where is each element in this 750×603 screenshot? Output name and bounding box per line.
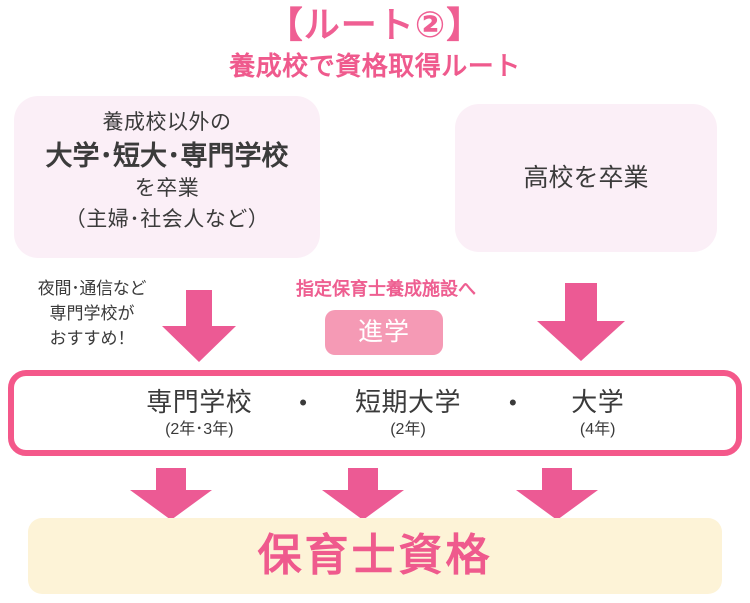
left-note-line-2: 専門学校が [49, 304, 135, 323]
source-box-high-school-label: 高校を卒業 [523, 164, 649, 192]
training-schools-row: 専門学校 (2年･3年) • 短期大学 (2年) • 大学 (4年) [8, 370, 742, 456]
arrow-down-icon-result-2 [322, 468, 404, 520]
source-box-line-2: 大学･短大･専門学校 [45, 141, 289, 171]
left-note-line-3: おすすめ！ [49, 329, 135, 348]
page-title: 【ルート②】 [266, 4, 484, 45]
source-box-high-school: 高校を卒業 [455, 104, 717, 252]
school-name: 大学 [571, 386, 625, 417]
arrow-down-icon-left [162, 290, 236, 362]
result-banner: 保育士資格 [28, 518, 722, 594]
center-enrollment-note: 指定保育士養成施設へ [296, 279, 476, 299]
source-box-line-4: （主婦･社会人など） [64, 208, 270, 231]
arrow-down-icon-result-1 [130, 468, 212, 520]
separator-dot-1: • [299, 389, 307, 415]
school-name: 短期大学 [354, 386, 461, 417]
training-schools-list: 専門学校 (2年･3年) • 短期大学 (2年) • 大学 (4年) [97, 386, 652, 441]
separator-dot-2: • [509, 389, 517, 415]
left-recommendation-note: 夜間･通信など 専門学校が おすすめ！ [12, 276, 172, 351]
source-box-non-training-school: 養成校以外の 大学･短大･専門学校 を卒業 （主婦･社会人など） [14, 96, 320, 258]
result-banner-label: 保育士資格 [257, 531, 493, 580]
status-badge-enrollment: 進学 [325, 310, 443, 355]
school-years: (2年) [390, 420, 426, 438]
left-note-line-1: 夜間･通信など [37, 279, 147, 298]
source-box-line-1: 養成校以外の [102, 111, 232, 134]
school-years: (4年) [579, 420, 616, 438]
school-item-tanki-daigaku: 短期大学 (2年) [333, 386, 483, 441]
school-years: (2年･3年) [165, 420, 234, 438]
arrow-down-icon-result-3 [516, 468, 598, 520]
school-name: 専門学校 [146, 386, 253, 417]
arrow-down-icon-right [537, 283, 625, 361]
source-box-line-3: を卒業 [134, 177, 200, 200]
page-subtitle: 養成校で資格取得ルート [229, 51, 521, 81]
school-item-senmon: 専門学校 (2年･3年) [125, 386, 273, 441]
school-item-daigaku: 大学 (4年) [543, 386, 653, 441]
